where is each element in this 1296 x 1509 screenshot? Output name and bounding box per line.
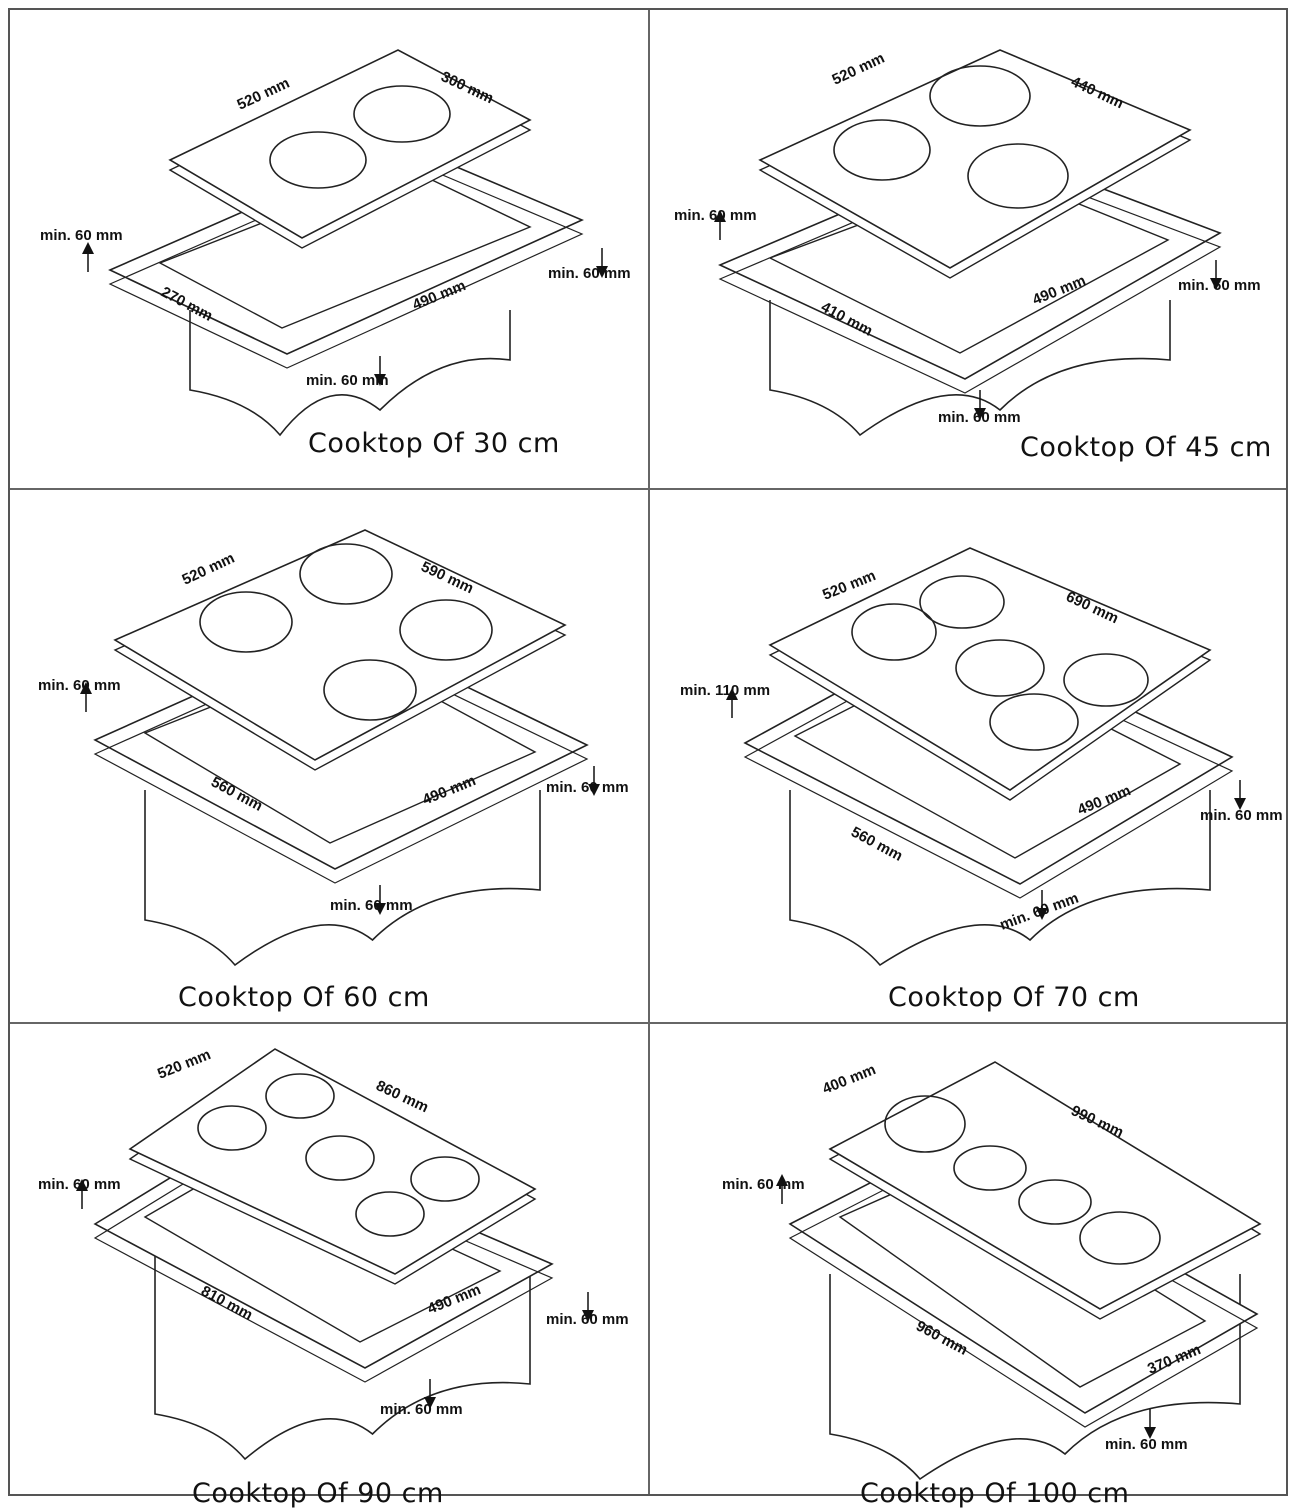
clearance-left-arrow-head [776, 1174, 788, 1186]
clearance-right-arrow-head [596, 266, 608, 278]
dimension-label-clear-right: min. 60 mm [1200, 807, 1283, 824]
burner-zone [323, 659, 417, 721]
dimension-label-depth: 400 mm [820, 1061, 878, 1098]
clearance-left-arrow-head [726, 688, 738, 700]
burner-zone [919, 575, 1005, 629]
clearance-right-arrow-head [588, 784, 600, 796]
grid-divider-vertical [648, 10, 650, 1494]
burner-zone [955, 639, 1045, 697]
dimension-label-clear-front: min. 60 mm [380, 1401, 463, 1418]
grid-divider-row1 [10, 488, 1286, 490]
dimension-label-clear-left: min. 60 mm [722, 1176, 805, 1193]
dimension-label-clear-front: min. 60 mm [1105, 1436, 1188, 1453]
grid-divider-row2 [10, 1022, 1286, 1024]
panel-caption: Cooktop Of 70 cm [888, 982, 1140, 1013]
burner-zone [1018, 1179, 1092, 1225]
panel-caption: Cooktop Of 45 cm [1020, 432, 1272, 463]
burner-zone [305, 1135, 375, 1181]
clearance-front-arrow-head [1036, 908, 1048, 920]
clearance-right-arrow-head [1210, 278, 1222, 290]
burner-zone [410, 1156, 480, 1202]
dimension-label-clear-right: min. 60 mm [546, 779, 629, 796]
clearance-left-arrow-head [82, 242, 94, 254]
cooktop-glass [828, 1061, 1262, 1310]
burner-zone [199, 591, 293, 653]
clearance-front-arrow-head [424, 1397, 436, 1409]
burner-zone [953, 1145, 1027, 1191]
burner-zone [299, 543, 393, 605]
burner-zone [353, 85, 451, 143]
dimension-label-clear-left: min. 110 mm [680, 682, 770, 699]
burner-zone [851, 603, 937, 661]
burner-zone [967, 143, 1069, 209]
panel-caption: Cooktop Of 100 cm [860, 1478, 1130, 1509]
dimension-label-clear-front: min. 60 mm [330, 897, 413, 914]
clearance-front-arrow-head [1144, 1427, 1156, 1439]
clearance-front-arrow-head [374, 903, 386, 915]
burner-zone [269, 131, 367, 189]
burner-zone [989, 693, 1079, 751]
burner-zone [1079, 1211, 1161, 1265]
cooktop-glass [113, 529, 567, 761]
dimension-label-clear-right: min. 60 mm [1178, 277, 1261, 294]
clearance-front-arrow-head [974, 408, 986, 420]
dimension-label-clear-left: min. 60 mm [40, 227, 123, 244]
dimension-label-depth: 520 mm [180, 550, 238, 589]
cooktop-glass [768, 547, 1212, 791]
clearance-right-arrow-head [582, 1310, 594, 1322]
dimension-label-clear-left: min. 60 mm [674, 207, 757, 224]
panel-caption: Cooktop Of 30 cm [308, 428, 560, 459]
dimension-label-depth: 520 mm [155, 1046, 213, 1083]
dimension-label-clear-left: min. 60 mm [38, 677, 121, 694]
burner-zone [355, 1191, 425, 1237]
dimension-label-depth: 520 mm [830, 50, 888, 89]
burner-zone [265, 1073, 335, 1119]
clearance-left-arrow-head [76, 1179, 88, 1191]
burner-zone [197, 1105, 267, 1151]
burner-zone [884, 1095, 966, 1153]
panel-caption: Cooktop Of 90 cm [192, 1478, 444, 1509]
burner-zone [929, 65, 1031, 127]
dimension-label-clear-front: min. 60 mm [306, 372, 389, 389]
clearance-right-arrow-head [1234, 798, 1246, 810]
burner-zone [1063, 653, 1149, 707]
burner-zone [399, 599, 493, 661]
panel-caption: Cooktop Of 60 cm [178, 982, 430, 1013]
clearance-front-arrow-head [374, 374, 386, 386]
dimension-label-clear-right: min. 60 mm [548, 265, 631, 282]
burner-zone [833, 119, 931, 181]
clearance-left-arrow-head [80, 682, 92, 694]
clearance-left-arrow-head [714, 210, 726, 222]
